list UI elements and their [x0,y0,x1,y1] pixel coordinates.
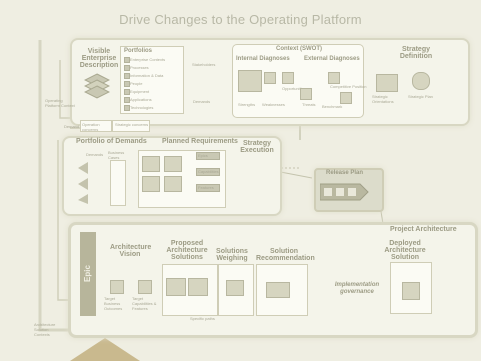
page-title: Drive Changes to the Operating Platform [119,12,362,27]
bullet-icon [124,105,130,111]
solution-recommendation-heading: Solution Recommendation [256,248,315,262]
proposed-solutions-heading: Proposed Architecture Solutions [166,240,208,261]
layers-icon [84,72,110,102]
stakeholders-label: Stakeholders [192,62,216,67]
epics-chip [196,152,220,160]
doc-icon [266,282,290,298]
portfolio-item: Enterprise Contexts [130,57,166,62]
people-icon [282,72,294,84]
swot-item: Opportunities [282,86,306,91]
portfolio-demands-heading: Portfolio of Demands [76,138,147,145]
portfolios-box [120,46,184,114]
hierarchy-icon [166,278,186,296]
solutions-weighing-heading: Solutions Weighing [216,248,248,262]
hierarchy-icon [142,156,160,172]
deployed-solution-heading: Deployed Architecture Solution [384,240,426,261]
target-item: Target Business Outcomes [104,296,123,311]
grid-icon [238,70,262,92]
portfolio-item: Equipment [130,89,150,94]
strategic-concerns-label: Strategic concerns [115,122,149,127]
demand-label: Demand [64,124,80,129]
planned-item: Epics [198,153,208,158]
chart-icon [300,88,312,100]
strategy-definition-heading: Strategy Definition [399,46,433,60]
solution-icon [402,282,420,300]
bullet-icon [124,97,130,103]
swot-heading: Context (SWOT) [276,46,322,52]
demands-item: Demands [86,152,104,157]
recommendation-box [256,264,308,316]
bullet-icon [124,73,130,79]
portfolio-item: People [130,81,143,86]
release-plan-heading: Release Plan [326,170,364,176]
planned-item: Features [198,185,214,190]
portfolio-item: Applications [130,97,152,102]
bullet-icon [124,57,130,63]
swot-item: Strengths [238,102,256,107]
scale-icon [226,280,244,296]
swot-item: Threats [302,102,316,107]
portfolios-heading: Portfolios [124,48,152,54]
epic-band: Epic [80,232,96,316]
strategy-item: Strategic Orientations [372,94,394,104]
hierarchy-icon [188,278,208,296]
doc-icon [264,72,276,84]
hierarchy-icon [142,176,160,192]
swot-item: Benchmark [322,104,343,109]
strategy-item: Strategic Plan [408,94,433,99]
planned-requirements-heading: Planned Requirements [162,138,238,145]
target-item: Target Capabilities & Features [132,296,157,311]
operation-concerns-box [80,120,112,132]
internal-heading: Internal Diagnoses [236,56,290,62]
portfolio-item: Technologies [130,105,154,110]
arch-solution-contexts-note: Architecture Solution Contexts [34,322,56,337]
strategic-concerns-box [112,120,150,132]
chart-icon [328,72,340,84]
specific-paths-note: Specific paths [190,316,215,321]
platform-context-note: Operating Platform Context [45,98,75,108]
project-architecture-heading: Project Architecture [390,226,457,233]
target-icon [110,280,124,294]
target-icon [138,280,152,294]
swot-item: Weaknesses [262,102,285,107]
table-icon [376,74,398,92]
capabilities-chip [196,168,220,176]
magnifier-icon [340,92,352,104]
external-heading: External Diagnoses [304,56,360,62]
implementation-governance-label: Implementation governance [334,282,380,295]
demands-note: Demands [193,99,211,104]
bullet-icon [124,81,130,87]
portfolio-item: Processes [130,65,149,70]
enterprise-heading: Visible Enterprise Description [79,48,119,69]
strategy-execution-heading: Strategy Execution [240,140,274,154]
business-cases-item: Business Cases [108,150,125,160]
business-case-stack [110,160,126,206]
architecture-vision-heading: Architecture Vision [110,244,152,258]
swot-item: Competitive Position [330,84,367,89]
portfolio-item: Information & Data [130,73,164,78]
planned-item: Capabilities [198,169,219,174]
operation-concerns-label: Operation concerns [82,122,100,132]
features-chip [196,184,220,192]
hierarchy-icon [164,176,182,192]
bullet-icon [124,65,130,71]
hierarchy-icon [164,156,182,172]
bullet-icon [124,89,130,95]
target-icon [412,72,430,90]
